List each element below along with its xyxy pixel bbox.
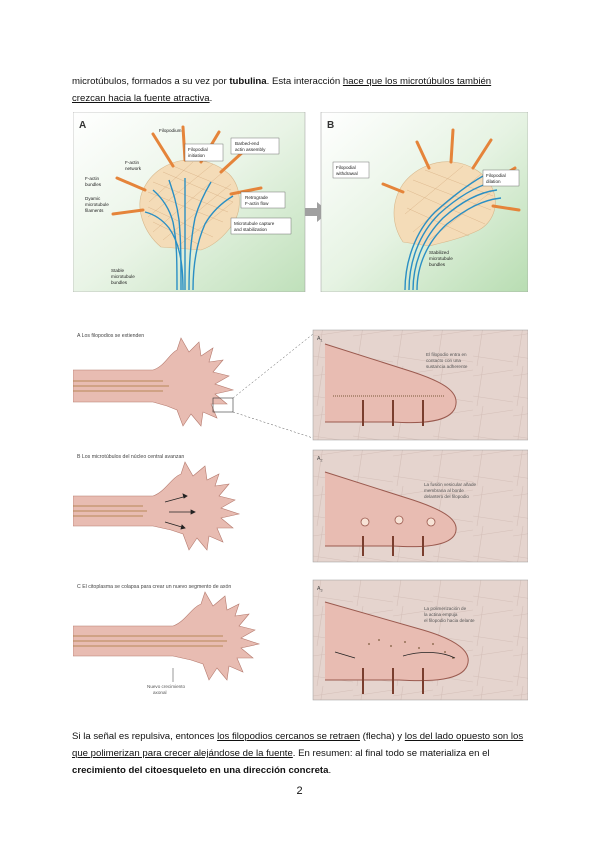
label-f-actin-bundles-2: bundles xyxy=(85,182,102,187)
page-number: 2 xyxy=(296,785,303,797)
zoom-box xyxy=(212,397,234,413)
microtubule-bundle-b xyxy=(404,175,502,291)
growth-cone-body xyxy=(139,159,240,251)
zoom-lines xyxy=(232,333,314,439)
panel-b: B Filopodial withdrawal Filopodial dil xyxy=(320,112,528,292)
label-f-actin-network-2: network xyxy=(125,166,142,171)
label-stabilized-mt: Stabilized xyxy=(429,250,449,255)
inset-a1-text-2: contacto con una xyxy=(426,358,461,363)
label-f-actin-bundles: F-actin xyxy=(85,176,99,181)
label-f-actin-network: F-actin xyxy=(125,160,139,165)
label-mt-capture: Microtubule capture xyxy=(234,221,275,226)
label-new-growth-2: axonal xyxy=(153,690,167,695)
inset-a1-text-3: sustancia adherente xyxy=(426,364,468,369)
underlined-phrase: los del lado opuesto son los que polimer… xyxy=(72,731,524,759)
push-arrows-a3 xyxy=(334,651,456,659)
text-run: . xyxy=(209,93,213,104)
label-dynamic-mt-3: filaments xyxy=(85,208,104,213)
inset-a2-text-2: membrana al borde xyxy=(424,488,464,493)
row-c: C El citoplasma se colapsa para crear un… xyxy=(73,579,528,701)
figure-axon-growth-stages: A Los filopodios se extienden A1 El filo… xyxy=(73,329,528,701)
text-run: Si la señal es repulsiva, entonces xyxy=(72,731,218,742)
adhesion-receptors-a3 xyxy=(362,668,424,694)
label-dynamic-mt: Dyamic xyxy=(85,196,101,201)
paragraph-bottom: Si la señal es repulsiva, entonces los f… xyxy=(72,728,527,779)
panel-a-labels: Filopodium Filopodial initiation Barbed-… xyxy=(85,128,292,285)
label-filopodium: Filopodium xyxy=(159,128,182,133)
inset-a3-text-3: el filopodio hacia delante xyxy=(424,618,475,623)
inset-a2-text-1: La fusión vesicular añade xyxy=(424,482,477,487)
bold-summary: crecimiento del citoesqueleto en una dir… xyxy=(72,765,329,776)
text-run: (flecha) y xyxy=(359,731,405,742)
microtubules-row-c xyxy=(73,635,227,647)
label-stable-mt: Stable xyxy=(111,268,124,273)
adhesion-receptors-a1 xyxy=(362,400,424,426)
label-barbed-end-2: actin assembly xyxy=(235,147,266,152)
label-retrograde: Retrograde xyxy=(245,195,268,200)
microtubules-row-a xyxy=(73,380,169,392)
inset-a3-label: A3 xyxy=(317,586,322,593)
bold-term-tubulina: tubulina xyxy=(229,76,267,87)
growth-cone-row-a xyxy=(73,337,235,427)
filopodium-a3 xyxy=(324,601,469,682)
advance-arrows-row-b xyxy=(164,493,196,530)
panel-a: A Filopodium xyxy=(73,112,306,292)
text-run: microtúbulos, formados a su vez por xyxy=(72,76,230,87)
label-new-growth: Nuevo crecimiento xyxy=(147,684,185,689)
label-stable-mt-3: bundles xyxy=(111,280,128,285)
growth-cone-row-b xyxy=(73,461,241,551)
label-filopodial-dilation: Filopodial xyxy=(486,173,506,178)
panel-a-letter: A xyxy=(79,120,86,131)
adhesion-receptors-a2 xyxy=(362,536,424,556)
microtubules-row-b xyxy=(73,505,147,517)
row-a: A Los filopodios se extienden A1 El filo… xyxy=(73,329,528,441)
label-stabilized-mt-3: bundles xyxy=(429,262,446,267)
panel-b-labels: Filopodial withdrawal Filopodial dilatio… xyxy=(332,161,520,267)
filopodium-a2 xyxy=(324,471,457,548)
label-stabilized-mt-2: microtubule xyxy=(429,256,453,261)
inset-a1-label: A1 xyxy=(317,336,322,343)
inset-a3-text-2: la actina empuja xyxy=(424,612,458,617)
label-retrograde-2: F-actin flow xyxy=(245,201,269,206)
caption-row-a: A Los filopodios se extienden xyxy=(77,333,144,339)
caption-row-b: B Los microtúbulos del núcleo central av… xyxy=(77,454,184,460)
label-filopodial-dilation-2: dilation xyxy=(486,179,501,184)
vesicles-a2 xyxy=(360,515,436,527)
text-run: . Esta interacción xyxy=(266,76,343,87)
inset-a3-text-1: La polimerización de xyxy=(424,606,467,611)
row-b: B Los microtúbulos del núcleo central av… xyxy=(73,449,528,563)
underlined-phrase: los filopodios cercanos se retraen xyxy=(217,731,360,742)
microtubule-bundle xyxy=(144,178,234,291)
label-filopodial-initiation: Filopodial xyxy=(188,147,208,152)
label-stable-mt-2: microtubule xyxy=(111,274,135,279)
inset-a2-text-3: delantero del filopodio xyxy=(424,494,469,499)
label-dynamic-mt-2: microtubule xyxy=(85,202,109,207)
paragraph-top: microtúbulos, formados a su vez por tubu… xyxy=(72,73,527,107)
underlined-phrase: hace que los microtúbulos también crezca… xyxy=(72,76,492,104)
label-filopodial-withdrawal: Filopodial xyxy=(336,165,356,170)
inset-a1-text-1: El filopodio entra en xyxy=(426,352,467,357)
label-filopodial-initiation-2: initiation xyxy=(188,153,205,158)
caption-row-c: C El citoplasma se colapsa para crear un… xyxy=(77,584,231,590)
text-run: . xyxy=(328,765,332,776)
panel-b-letter: B xyxy=(327,120,334,131)
label-mt-capture-2: and stabilization xyxy=(234,227,267,232)
label-barbed-end: Barbed-end xyxy=(235,141,259,146)
figure-growth-cone-cytoskeleton: A Filopodium xyxy=(73,112,528,292)
label-filopodial-withdrawal-2: withdrawal xyxy=(336,171,358,176)
inset-a2-label: A2 xyxy=(317,456,322,463)
text-run: . En resumen: al final todo se materiali… xyxy=(292,748,490,759)
